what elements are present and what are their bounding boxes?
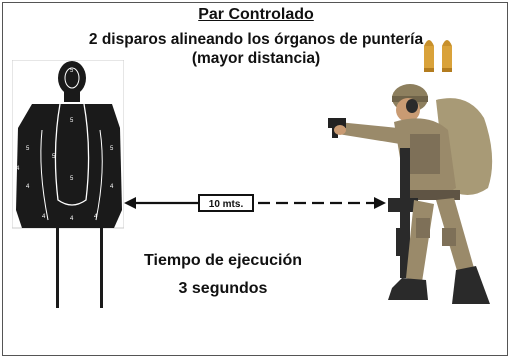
target-number: 5 xyxy=(110,146,114,152)
execution-time-value: 3 segundos xyxy=(178,280,268,297)
bullet-icon xyxy=(424,40,434,72)
subtitle-line-1: 2 disparos alineando los órganos de punt… xyxy=(88,31,424,48)
silhouette-target-icon: 5 5 5 5 5 5 4 4 4 4 4 4 xyxy=(12,60,124,308)
target-number: 5 xyxy=(26,146,30,152)
bullet-icon xyxy=(442,40,452,72)
page-title: Par Controlado xyxy=(198,6,314,23)
target-number: 4 xyxy=(16,166,20,172)
target-number: 4 xyxy=(26,184,30,190)
subtitle: 2 disparos alineando los órganos de punt… xyxy=(0,30,512,68)
distance-label: 10 mts. xyxy=(198,194,254,212)
soldier-shooter-icon xyxy=(328,84,493,304)
subtitle-line-2: (mayor distancia) xyxy=(191,50,321,67)
target-number: 4 xyxy=(94,214,98,220)
target-number: 5 xyxy=(70,176,74,182)
execution-time-label: Tiempo de ejecución xyxy=(144,252,302,269)
target-number: 5 xyxy=(70,118,74,124)
target-number: 4 xyxy=(110,184,114,190)
target-number: 5 xyxy=(52,154,56,160)
target-number: 4 xyxy=(42,214,46,220)
target-number: 5 xyxy=(70,68,74,74)
bullets-icon xyxy=(424,40,452,72)
target-number: 4 xyxy=(70,216,74,222)
